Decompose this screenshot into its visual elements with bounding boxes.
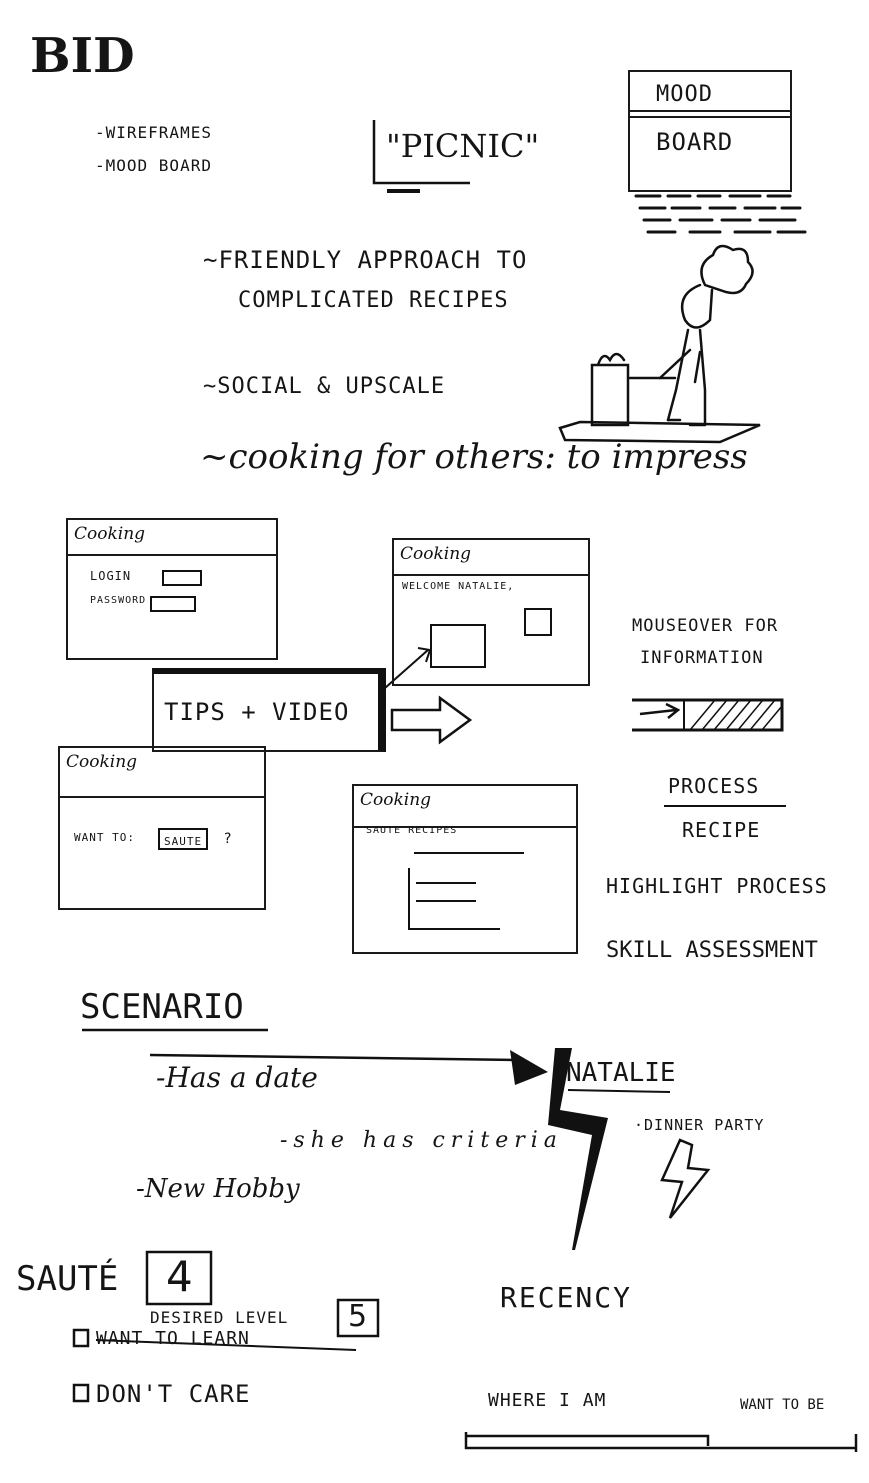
recipe-list-sketch bbox=[408, 868, 500, 930]
skill-name: SAUTÉ bbox=[16, 1259, 119, 1299]
goal-line-4: ~cooking for others: to impress bbox=[200, 437, 748, 477]
page-title: BID bbox=[30, 28, 135, 84]
wireframe-title: Cooking bbox=[66, 752, 138, 772]
recency-label: RECENCY bbox=[500, 1281, 633, 1314]
mood-board-line1: MOOD bbox=[656, 82, 713, 107]
want-prompt: WANT TO: bbox=[74, 831, 135, 844]
option-dont-care: DON'T CARE bbox=[96, 1380, 251, 1408]
chef-illustration bbox=[558, 244, 761, 444]
option-want-to-learn: WANT TO LEARN bbox=[96, 1328, 250, 1349]
current-level: 4 bbox=[166, 1252, 193, 1301]
want-suffix: ? bbox=[224, 831, 232, 847]
mood-board-line2: BOARD bbox=[656, 128, 734, 156]
recipe-list-line bbox=[414, 852, 524, 854]
scenario-title: SCENARIO bbox=[80, 987, 244, 1027]
wireframe-login: Cooking LOGIN PASSWORD bbox=[66, 518, 278, 660]
wireframe-want: Cooking WANT TO: SAUTE ? bbox=[58, 746, 266, 910]
picnic-label: "PICNIC" bbox=[386, 127, 540, 165]
desired-level-value: 5 bbox=[348, 1299, 368, 1334]
avatar-sketch bbox=[524, 608, 552, 636]
video-frame-sketch bbox=[430, 624, 486, 668]
login-field-sketch bbox=[162, 570, 202, 586]
persona-name: NATALIE bbox=[566, 1058, 676, 1088]
wireframe-recipes: Cooking SAUTE RECIPES bbox=[352, 784, 578, 954]
saute-choice-label: SAUTE bbox=[164, 835, 203, 848]
bullet-mood-board: -MOOD BOARD bbox=[95, 156, 212, 175]
goal-line-1: ~FRIENDLY APPROACH TO bbox=[203, 246, 528, 274]
desired-level-label: DESIRED LEVEL bbox=[150, 1308, 289, 1327]
scenario-item-2: -she has criteria bbox=[280, 1128, 563, 1153]
want-to-be-label: WANT TO BE bbox=[740, 1397, 825, 1413]
wireframe-title: Cooking bbox=[74, 524, 146, 544]
tips-video-label: TIPS + VIDEO bbox=[164, 698, 350, 726]
goal-line-2: COMPLICATED RECIPES bbox=[238, 288, 509, 313]
login-label: LOGIN bbox=[90, 569, 132, 583]
skill-assessment: SKILL ASSESSMENT bbox=[606, 938, 818, 963]
where-i-am-label: WHERE I AM bbox=[488, 1390, 607, 1411]
tips-video-box: TIPS + VIDEO bbox=[152, 668, 386, 752]
wireframe-title: Cooking bbox=[400, 544, 472, 564]
bullet-wireframes: -WIREFRAMES bbox=[95, 123, 212, 142]
password-field-sketch bbox=[150, 596, 196, 612]
recipes-subtitle: SAUTE RECIPES bbox=[366, 825, 458, 836]
mood-board-frame: MOOD BOARD bbox=[628, 70, 792, 192]
mouseover-note-2: INFORMATION bbox=[640, 648, 764, 668]
scenario-item-3: -New Hobby bbox=[136, 1174, 300, 1204]
process-bottom: RECIPE bbox=[682, 818, 761, 842]
scenario-item-1: -Has a date bbox=[156, 1061, 318, 1094]
wireframe-welcome: Cooking WELCOME NATALIE, bbox=[392, 538, 590, 686]
saute-choice: SAUTE bbox=[158, 828, 209, 850]
welcome-text: WELCOME NATALIE, bbox=[402, 581, 515, 592]
password-label: PASSWORD bbox=[90, 595, 147, 606]
mouseover-note-1: MOUSEOVER FOR bbox=[632, 616, 779, 636]
process-top: PROCESS bbox=[668, 774, 760, 798]
wireframe-title: Cooking bbox=[360, 790, 432, 810]
persona-note: ·DINNER PARTY bbox=[634, 1116, 765, 1134]
highlight-process: HIGHLIGHT PROCESS bbox=[606, 874, 828, 898]
goal-line-3: ~SOCIAL & UPSCALE bbox=[203, 374, 446, 399]
